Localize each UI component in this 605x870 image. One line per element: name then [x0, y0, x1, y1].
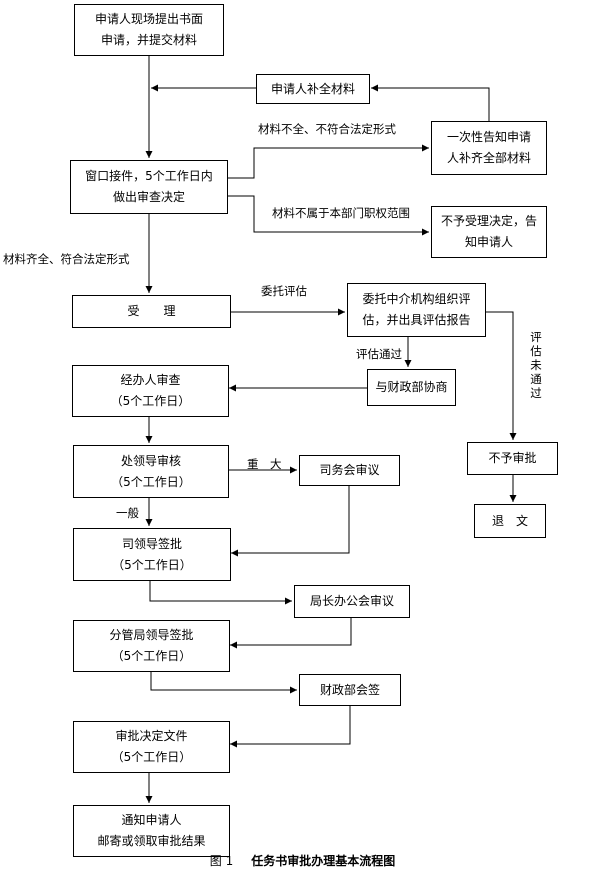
node-supplement-text: 申请人补全材料: [270, 81, 355, 96]
node-reject-notice: 不予受理决定，告 知申请人: [431, 206, 547, 258]
node-dept-meeting: 司务会审议: [299, 455, 400, 486]
node-bureau-meeting-text: 局长办公会审议: [309, 594, 394, 608]
arrow-finance-to-decision: [230, 706, 351, 748]
node-window: 窗口接件，5个工作日内 做出审查决定: [70, 160, 228, 214]
label-eval-fail-char4: 通: [530, 372, 542, 386]
node-handler-review: 经办人审查 （5个工作日）: [72, 365, 229, 417]
node-apply-line2: 申请，并提交材料: [100, 33, 197, 47]
arrow-window-to-notify: [228, 144, 429, 179]
arrow-bureaumeeting-to-deputy: [230, 618, 352, 649]
node-deputy-sign-line1: 分管局领导签批: [109, 628, 194, 642]
arrow-bureau-to-bureaumeeting: [149, 581, 292, 605]
node-reject-notice-line1: 不予受理决定，告: [440, 214, 537, 228]
label-eval-pass: 评估通过: [356, 347, 402, 361]
node-notify-once-line2: 人补齐全部材料: [446, 151, 531, 165]
node-entrust-line2: 估，并出具评估报告: [362, 313, 471, 327]
label-out-of-scope: 材料不属于本部门职权范围: [272, 206, 410, 220]
node-consult: 与财政部协商: [367, 369, 456, 406]
node-handler-review-line2: （5个工作日）: [110, 394, 191, 408]
node-return-doc-text: 退 文: [491, 513, 528, 528]
arrow-entrust-to-notapprove: [486, 311, 517, 440]
node-finance-sign-text: 财政部会签: [319, 682, 380, 697]
node-window-line2: 做出审查决定: [112, 190, 185, 204]
node-bureau-sign-line1: 司领导签批: [121, 536, 182, 551]
node-handler-review-line1: 经办人审查: [120, 373, 181, 387]
node-entrust: 委托中介机构组织评 估，并出具评估报告: [347, 283, 486, 337]
node-bureau-sign: 司领导签批 （5个工作日）: [73, 528, 231, 581]
node-dept-meeting-text: 司务会审议: [319, 463, 380, 477]
figure-caption: 图 1 任务书审批办理基本流程图: [0, 852, 605, 869]
label-eval-fail: 评 估 未 通 过: [529, 330, 543, 400]
node-decision-doc-line1: 审批决定文件: [115, 729, 188, 743]
node-entrust-line1: 委托中介机构组织评: [362, 292, 471, 306]
label-eval-fail-char1: 评: [530, 330, 542, 344]
figure-number: 图 1: [209, 854, 234, 868]
node-notify-result-line1: 通知申请人: [121, 813, 182, 827]
label-entrust-eval: 委托评估: [261, 284, 307, 298]
node-deputy-sign: 分管局领导签批 （5个工作日）: [73, 620, 230, 672]
node-notify-once: 一次性告知申请 人补齐全部材料: [431, 121, 547, 175]
node-apply-line1: 申请人现场提出书面: [94, 12, 203, 26]
arrow-deputy-to-finance: [150, 672, 297, 694]
node-not-approve-text: 不予审批: [488, 451, 537, 465]
arrow-meeting-to-bureau: [231, 486, 350, 557]
node-deputy-sign-line2: （5个工作日）: [111, 649, 192, 663]
label-incomplete: 材料不全、不符合法定形式: [258, 122, 396, 136]
figure-title: 任务书审批办理基本流程图: [251, 854, 396, 868]
node-consult-text: 与财政部协商: [375, 380, 448, 394]
label-eval-fail-char3: 未: [530, 358, 542, 372]
arrow-window-to-reject: [228, 195, 429, 236]
node-decision-doc: 审批决定文件 （5个工作日）: [73, 721, 230, 773]
node-accept: 受 理: [72, 295, 231, 328]
node-notify-result: 通知申请人 邮寄或领取审批结果: [73, 805, 230, 857]
node-bureau-meeting: 局长办公会审议: [294, 585, 410, 618]
node-dept-review-line2: （5个工作日）: [111, 474, 191, 489]
label-eval-fail-char5: 过: [530, 386, 542, 400]
label-major: 重 大: [247, 457, 282, 471]
node-accept-text: 受 理: [127, 304, 176, 318]
node-return-doc: 退 文: [474, 504, 546, 538]
node-not-approve: 不予审批: [467, 442, 558, 475]
label-eval-fail-char2: 估: [530, 344, 542, 358]
node-window-line1: 窗口接件，5个工作日内: [85, 169, 213, 183]
label-complete: 材料齐全、符合法定形式: [3, 252, 130, 266]
node-finance-sign: 财政部会签: [299, 674, 401, 706]
node-notify-once-line1: 一次性告知申请: [446, 130, 531, 144]
node-supplement: 申请人补全材料: [256, 74, 370, 104]
node-dept-review-line1: 处领导审核: [120, 453, 181, 468]
node-apply: 申请人现场提出书面 申请，并提交材料: [74, 4, 224, 56]
label-general: 一般: [116, 506, 139, 520]
arrow-notify-to-supplement: [371, 84, 490, 121]
node-decision-doc-line2: （5个工作日）: [111, 750, 192, 764]
node-dept-review: 处领导审核 （5个工作日）: [73, 445, 229, 498]
node-bureau-sign-line2: （5个工作日）: [112, 557, 192, 572]
node-notify-result-line2: 邮寄或领取审批结果: [97, 834, 206, 848]
node-reject-notice-line2: 知申请人: [464, 235, 513, 249]
